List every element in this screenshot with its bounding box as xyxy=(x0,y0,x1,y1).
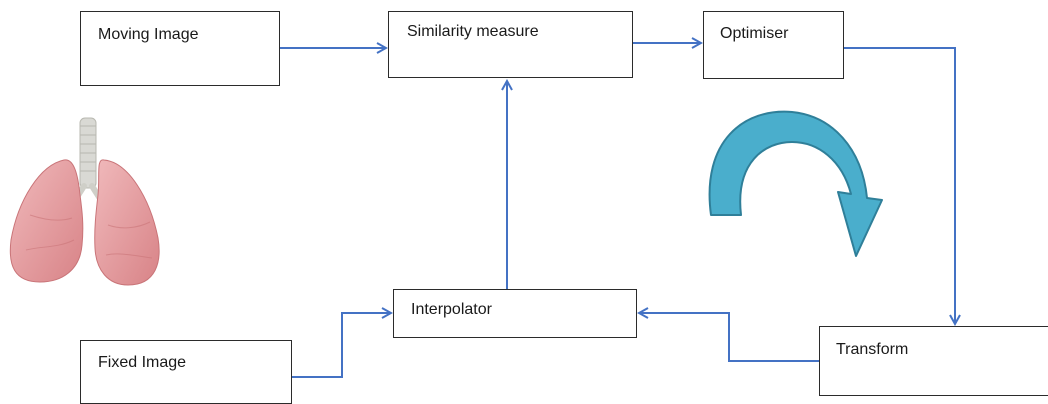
optimiser-box: Optimiser xyxy=(703,11,844,79)
arrow-optimiser-to-transform xyxy=(844,47,955,324)
moving-image-box: Moving Image xyxy=(80,11,280,86)
optimiser-label: Optimiser xyxy=(720,25,789,42)
interpolator-label: Interpolator xyxy=(411,301,492,318)
arrow-fixed-to-interpolator xyxy=(292,313,391,378)
transform-box: Transform xyxy=(819,326,1048,396)
transform-label: Transform xyxy=(836,341,909,358)
interpolator-box: Interpolator xyxy=(393,289,637,338)
fixed-image-label: Fixed Image xyxy=(98,354,187,371)
lungs-illustration-icon xyxy=(9,117,160,286)
arrow-transform-to-interpolator xyxy=(639,313,819,362)
similarity-measure-box: Similarity measure xyxy=(388,11,633,78)
left-lung-icon xyxy=(9,159,84,283)
moving-image-label: Moving Image xyxy=(98,26,199,43)
similarity-measure-label: Similarity measure xyxy=(407,23,539,40)
fixed-image-box: Fixed Image xyxy=(80,340,292,404)
